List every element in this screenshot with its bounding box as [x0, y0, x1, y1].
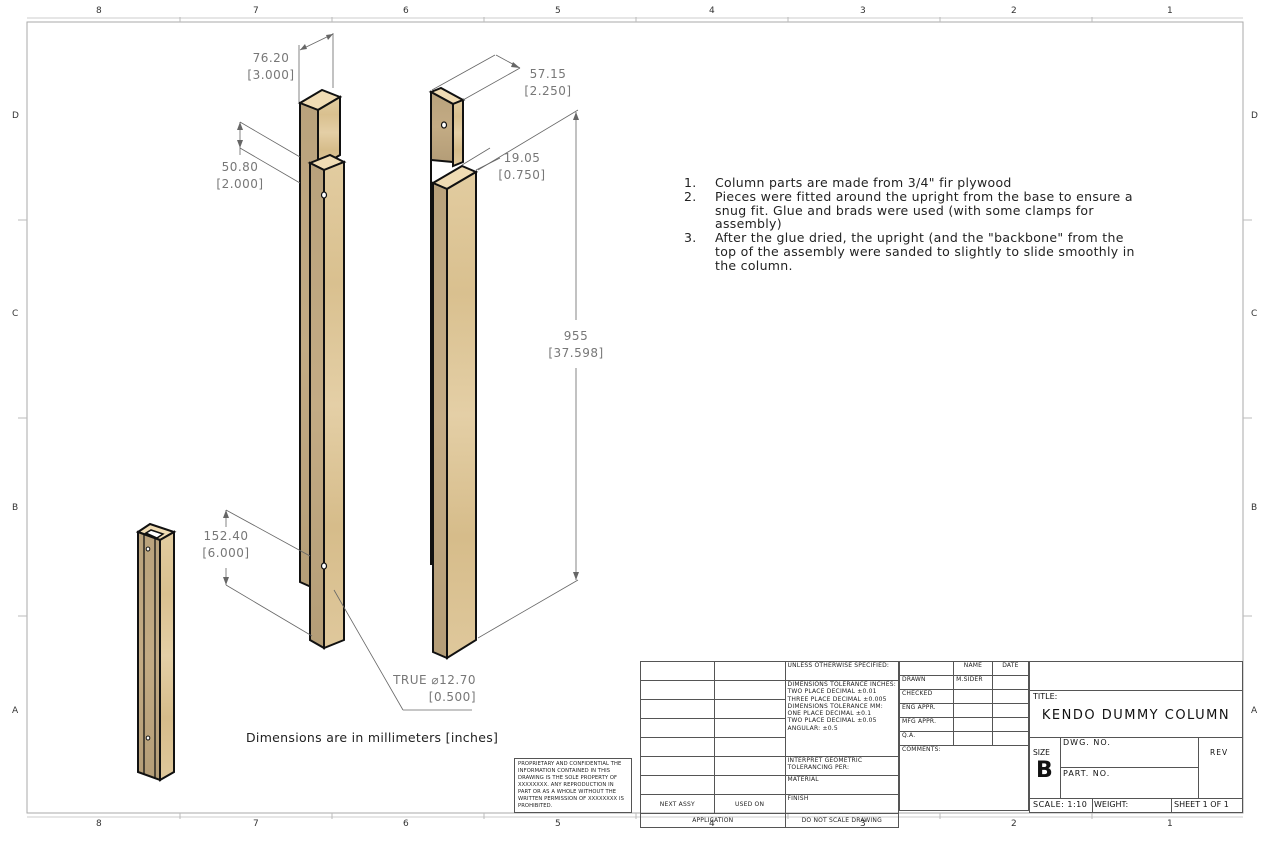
zone-top-6: 6 [403, 6, 409, 16]
zone-right-C: C [1251, 309, 1258, 319]
zone-top-5: 5 [555, 6, 561, 16]
tolerances: DIMENSIONS TOLERANCE INCHES: TWO PLACE D… [784, 680, 900, 757]
size-label: SIZE [1033, 748, 1050, 757]
approval-row: ENG APPR. [898, 703, 1030, 718]
assembled-column [135, 522, 177, 782]
do-not-scale: DO NOT SCALE DRAWING [784, 813, 900, 828]
zone-right-D: D [1251, 111, 1258, 121]
zone-right-B: B [1251, 503, 1258, 513]
zone-top-3: 3 [860, 6, 866, 16]
used-on: USED ON [713, 794, 786, 814]
proprietary-notice: PROPRIETARY AND CONFIDENTIAL THE INFORMA… [514, 758, 632, 813]
zone-bottom-7: 7 [253, 819, 259, 829]
zone-bottom-5: 5 [555, 819, 561, 829]
approval-row: Q.A. [898, 731, 1030, 746]
zone-left-C: C [12, 309, 19, 319]
drawing-title: KENDO DUMMY COLUMN [1041, 708, 1231, 723]
zone-right-A: A [1251, 706, 1258, 716]
drawing-notes: 1.Column parts are made from 3/4" fir pl… [684, 176, 1144, 273]
zone-left-B: B [12, 503, 19, 513]
note-item: 1.Column parts are made from 3/4" fir pl… [684, 175, 1012, 190]
dimension-19-05: 19.05 [0.750] [498, 151, 546, 182]
size-value: B [1036, 758, 1053, 783]
zone-top-7: 7 [253, 6, 259, 16]
title-area: TITLE: KENDO DUMMY COLUMN SIZE B DWG. NO… [1029, 661, 1243, 813]
dimension-50-80: 50.80 [2.000] [216, 160, 264, 191]
finish-field: FINISH [784, 794, 900, 814]
rev-label: REV [1210, 748, 1229, 757]
note-item: 2.Pieces were fitted around the upright … [684, 188, 1133, 232]
dimension-57-15: 57.15 [2.250] [524, 67, 572, 98]
scale-field: SCALE: 1:10 [1033, 800, 1088, 809]
zone-top-2: 2 [1011, 6, 1017, 16]
application: APPLICATION [640, 813, 786, 828]
approval-row: MFG APPR. [898, 717, 1030, 732]
zone-bottom-1: 1 [1167, 819, 1173, 829]
dimension-76-20: 76.20 [3.000] [247, 51, 295, 82]
interpret-geometric: INTERPRET GEOMETRIC TOLERANCING PER: [784, 756, 900, 776]
next-assy: NEXT ASSY [640, 794, 715, 814]
comments-field: COMMENTS: [899, 745, 1029, 811]
sheet-field: SHEET 1 OF 1 [1174, 800, 1229, 809]
units-note: Dimensions are in millimeters [inches] [246, 730, 499, 745]
weight-field: WEIGHT: [1094, 800, 1129, 809]
zone-bottom-8: 8 [96, 819, 102, 829]
material-field: MATERIAL [784, 775, 900, 795]
unless-specified: UNLESS OTHERWISE SPECIFIED: [784, 661, 900, 681]
zone-top-4: 4 [709, 6, 715, 16]
side-board-front [430, 164, 479, 660]
title-label: TITLE: [1033, 692, 1058, 701]
dwg-no-label: DWG. NO. [1063, 738, 1111, 747]
part-no-label: PART. NO. [1063, 769, 1111, 778]
approval-row: CHECKED [898, 689, 1030, 704]
upright-board-front [307, 153, 347, 650]
dimension-152-40: 152.40 [6.000] [202, 529, 250, 560]
zone-top-1: 1 [1167, 6, 1173, 16]
title-block-left: UNLESS OTHERWISE SPECIFIED: DIMENSIONS T… [640, 661, 900, 828]
zone-left-A: A [12, 706, 19, 716]
zone-left-D: D [12, 111, 19, 121]
dimension-955: 955 [37.598] [546, 328, 606, 362]
zone-bottom-6: 6 [403, 819, 409, 829]
note-item: 3.After the glue dried, the upright (and… [684, 230, 1135, 273]
zone-top-8: 8 [96, 6, 102, 16]
zone-bottom-2: 2 [1011, 819, 1017, 829]
side-board-back [428, 86, 466, 565]
hole-diameter-callout: TRUE ⌀12.70 [0.500] [393, 673, 476, 704]
